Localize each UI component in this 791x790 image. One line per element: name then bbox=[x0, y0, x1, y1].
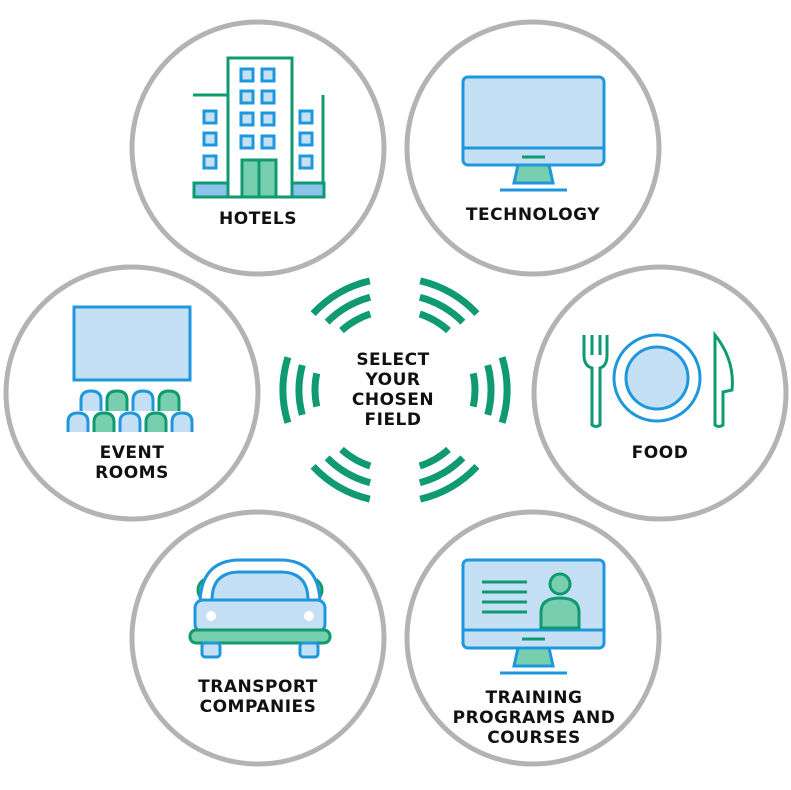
signal-arc bbox=[418, 310, 451, 334]
signal-arc bbox=[418, 446, 451, 470]
field-circle-event-rooms[interactable] bbox=[3, 264, 261, 522]
center-label: SELECT YOUR CHOSEN FIELD bbox=[352, 350, 434, 430]
signal-arc bbox=[419, 277, 480, 317]
center-label-line: CHOSEN bbox=[351, 390, 435, 410]
label-hotels[interactable]: HOTELS bbox=[219, 209, 297, 229]
signal-arc bbox=[484, 364, 495, 416]
label-line: PROGRAMS AND bbox=[452, 708, 616, 728]
label-line: COURSES bbox=[487, 728, 581, 748]
event-room-screen-icon bbox=[66, 305, 194, 432]
computer-monitor-icon bbox=[461, 75, 606, 192]
label-event-rooms[interactable]: EVENT ROOMS bbox=[95, 443, 169, 483]
label-training[interactable]: TRAINING PROGRAMS AND COURSES bbox=[453, 688, 616, 748]
label-line: COMPANIES bbox=[199, 697, 317, 717]
label-line: HOTELS bbox=[219, 209, 297, 229]
signal-arc bbox=[339, 310, 372, 334]
signal-arc bbox=[310, 277, 371, 317]
label-line: TRANSPORT bbox=[198, 677, 318, 697]
signal-arc bbox=[418, 293, 466, 325]
signal-arc bbox=[310, 463, 371, 503]
signal-arc bbox=[295, 364, 306, 416]
signal-arc bbox=[418, 455, 466, 487]
label-line: FOOD bbox=[631, 443, 689, 463]
label-food[interactable]: FOOD bbox=[632, 443, 689, 463]
signal-arc bbox=[324, 293, 372, 325]
signal-arc bbox=[469, 372, 479, 408]
center-label-line: SELECT bbox=[356, 350, 430, 370]
label-technology[interactable]: TECHNOLOGY bbox=[466, 205, 600, 225]
car-icon bbox=[188, 558, 332, 659]
center-label-line: FIELD bbox=[364, 410, 422, 430]
signal-arc bbox=[311, 372, 321, 408]
signal-arc bbox=[339, 446, 372, 470]
label-line: TRAINING bbox=[485, 688, 583, 708]
signal-arc bbox=[419, 463, 480, 503]
label-line: ROOMS bbox=[95, 463, 169, 483]
signal-arc bbox=[498, 356, 511, 424]
hotel-building-icon bbox=[192, 56, 326, 199]
signal-arcs bbox=[279, 277, 511, 503]
signal-arc bbox=[324, 455, 372, 487]
label-transport[interactable]: TRANSPORT COMPANIES bbox=[198, 677, 318, 717]
label-line: TECHNOLOGY bbox=[465, 205, 601, 225]
online-training-icon bbox=[461, 558, 606, 675]
label-line: EVENT bbox=[99, 443, 165, 463]
plate-fork-knife-icon bbox=[582, 330, 734, 428]
center-label-line: YOUR bbox=[365, 370, 421, 390]
signal-arc bbox=[279, 356, 292, 424]
